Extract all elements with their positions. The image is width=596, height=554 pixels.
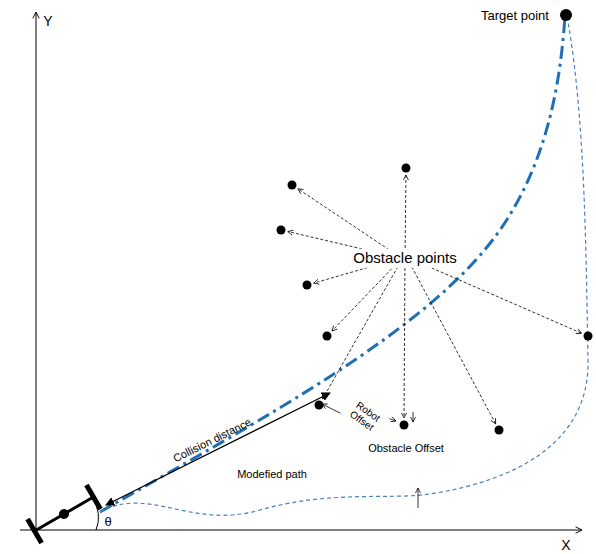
obstacle-group xyxy=(277,164,593,435)
offset-label: Obstacle Offset xyxy=(365,441,447,455)
angle-label: θ xyxy=(104,515,111,529)
obstacle-offset-arrow xyxy=(418,488,419,508)
path-label: Modefied path xyxy=(237,468,307,480)
obstacle-dot xyxy=(288,181,297,190)
leader-arrow xyxy=(405,175,407,248)
robot-symbol xyxy=(28,485,101,543)
axis-label: X xyxy=(561,538,570,553)
obstacle-dot xyxy=(584,332,593,341)
leader-arrow xyxy=(298,189,393,253)
group-label: Obstacle points xyxy=(350,249,459,268)
obstacle-dot xyxy=(495,426,504,435)
obstacle-dot xyxy=(315,401,324,410)
leader-arrow xyxy=(332,265,395,331)
leader-arrow xyxy=(404,268,406,418)
x-axis xyxy=(20,530,582,531)
leader-arrow xyxy=(418,262,582,333)
offset-label: Robot Offset xyxy=(340,394,390,439)
obstacle-dot xyxy=(402,164,411,173)
planned-path xyxy=(100,16,565,512)
obstacle-offset-arrow xyxy=(413,412,414,422)
leader-arrow xyxy=(323,267,398,399)
distance-arrow xyxy=(106,393,330,505)
obstacle-dot xyxy=(277,226,286,235)
obstacle-dot xyxy=(323,332,332,341)
y-axis xyxy=(36,12,37,532)
distance-label: Collision distance xyxy=(171,416,253,465)
angle-arc xyxy=(92,498,99,530)
obstacle-dot xyxy=(400,421,409,430)
modified-path xyxy=(100,22,588,515)
target-label: Target point xyxy=(481,9,549,23)
target-dot xyxy=(560,9,572,21)
axis-label: Y xyxy=(43,14,52,29)
obstacle-dot xyxy=(303,281,312,290)
